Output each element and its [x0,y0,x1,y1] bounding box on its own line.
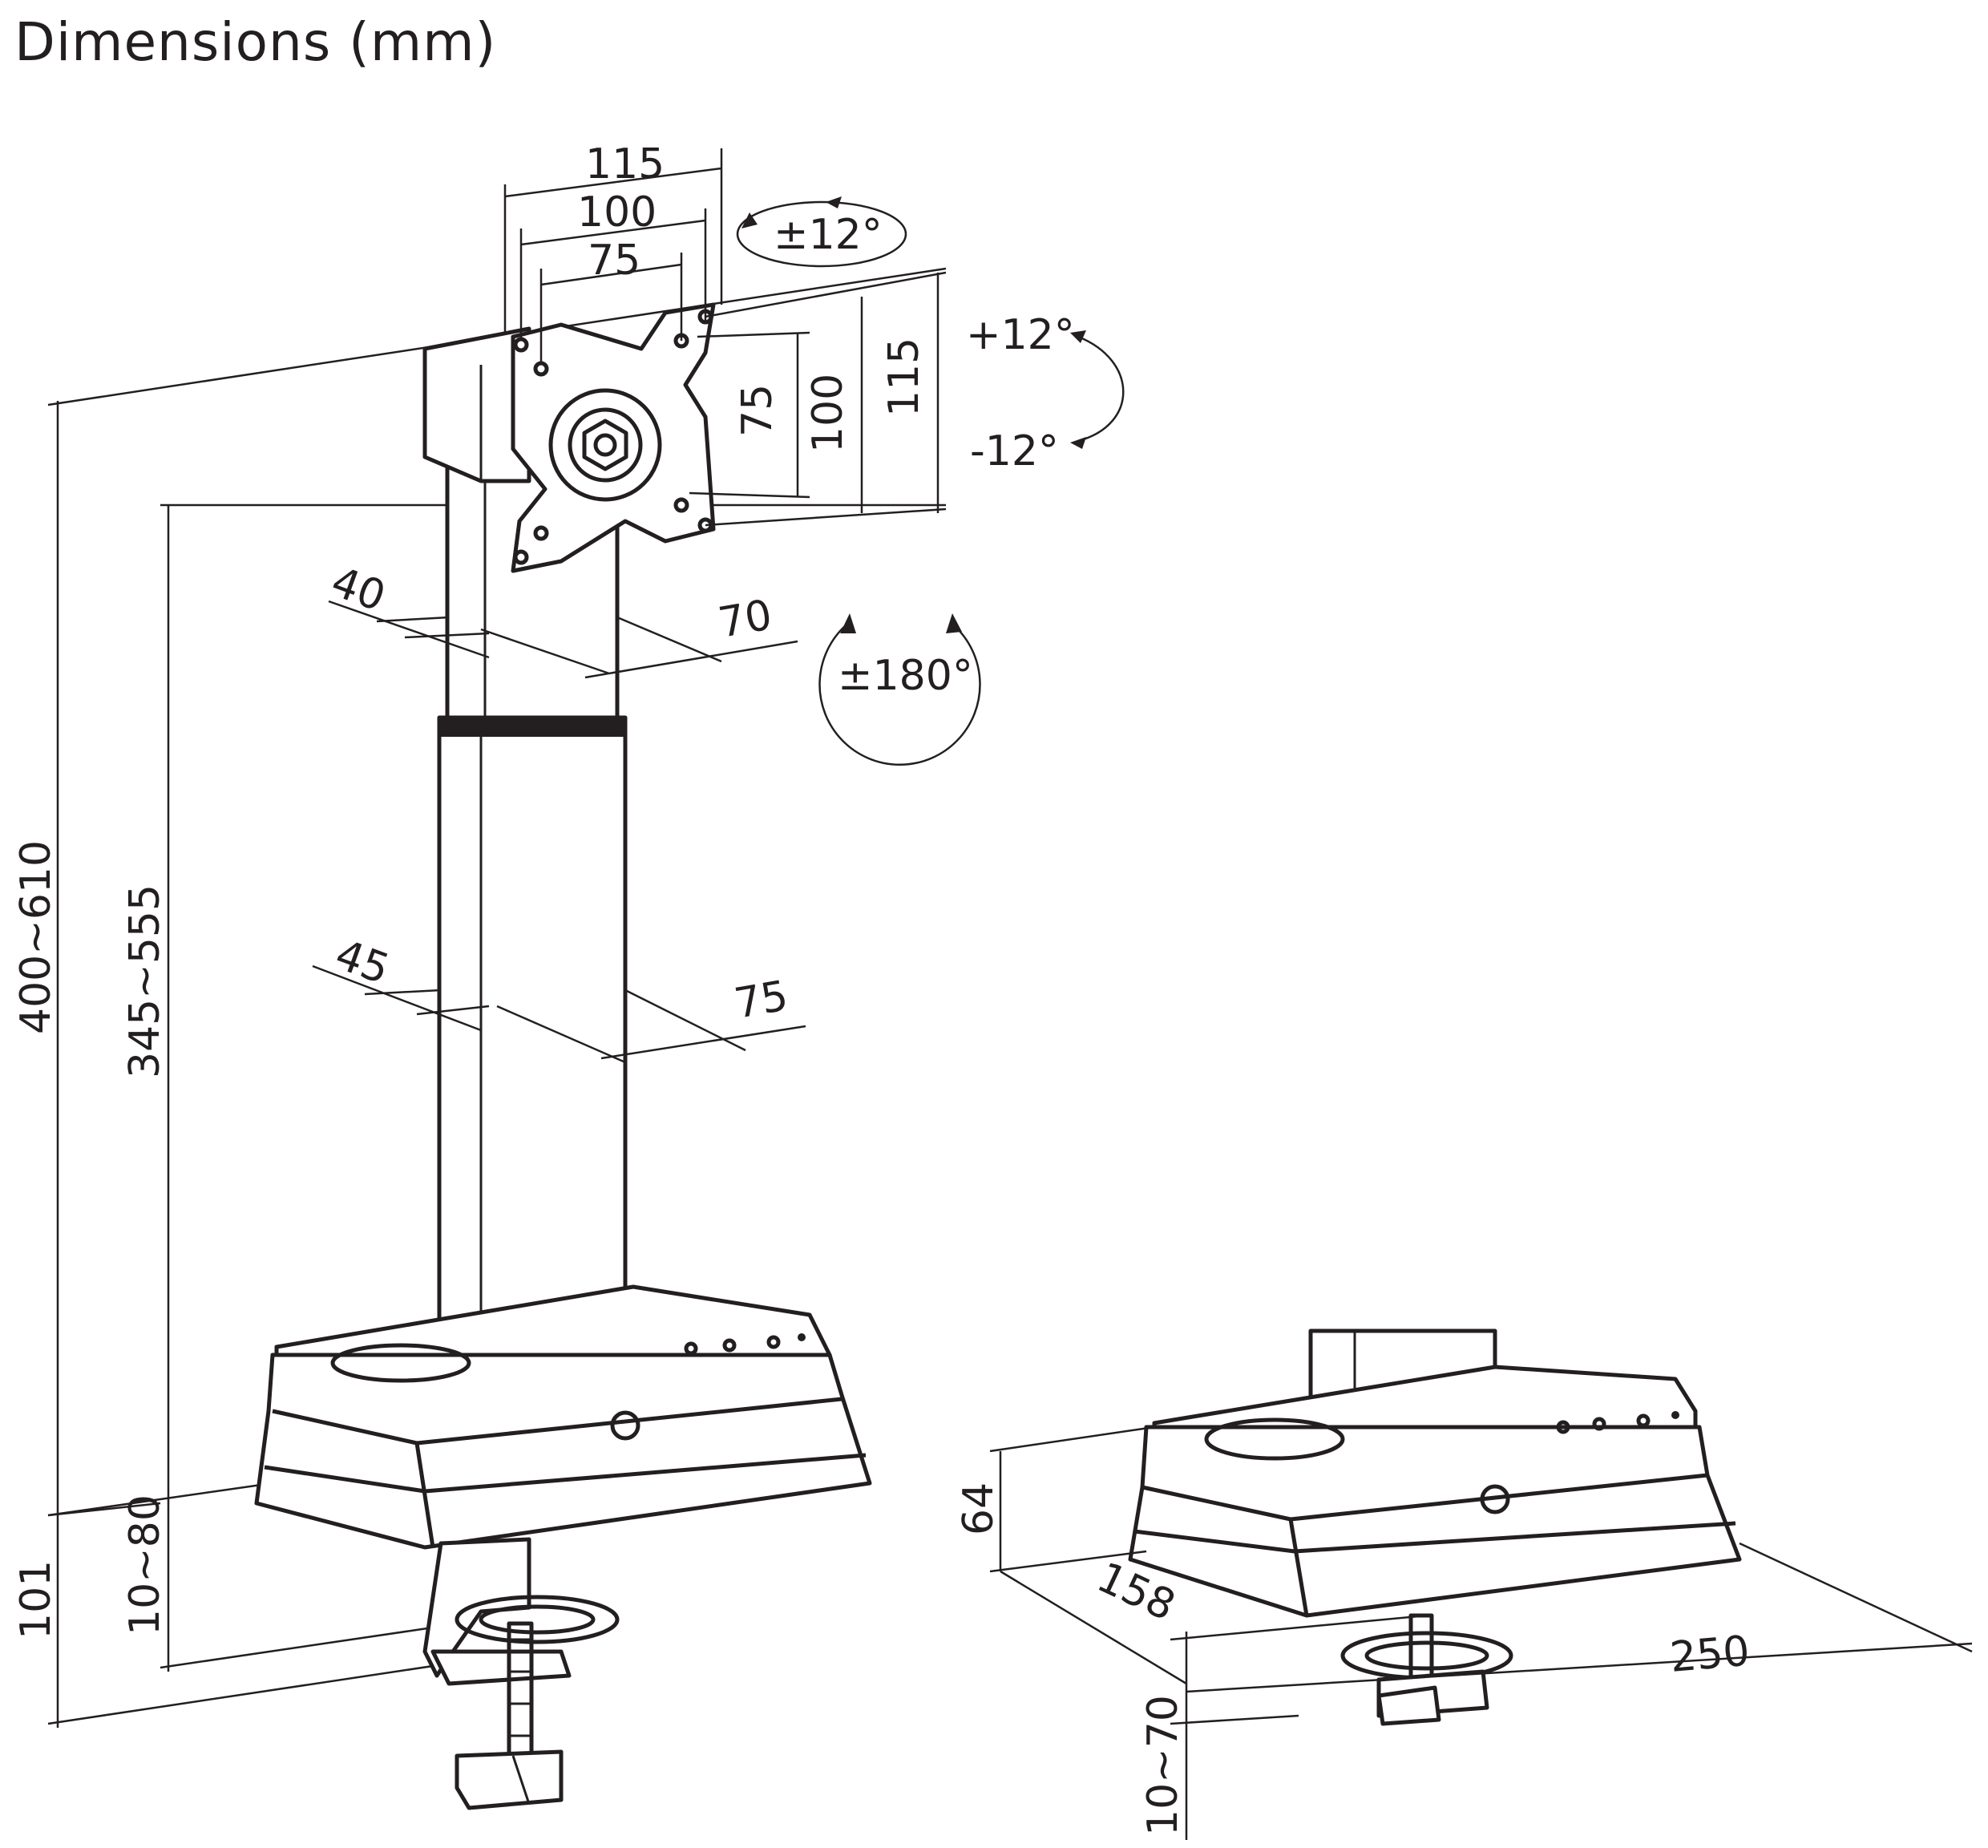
vesa-v-75: 75 [733,384,782,437]
clamp-range-right-label: 10~70 [1139,1695,1187,1836]
stand-drawing [47,267,947,1810]
clamp-range-left-label: 10~80 [121,1494,169,1636]
tilt-up-label: +12° [966,311,1075,359]
base-detail-drawing [1128,1328,1742,1726]
height-dimensions [47,401,170,1728]
vesa-h-75: 75 [588,237,640,285]
vesa-dimensions [503,148,947,527]
pole-section-dimensions [312,600,806,1064]
tilt-icon [1070,330,1125,449]
base-width-label: 250 [1668,1628,1752,1682]
rotate-icon [818,613,981,766]
rotate-label: ±180° [838,652,973,700]
base-dimension-lines [989,1425,1973,1840]
vesa-h-100: 100 [577,188,657,237]
vesa-v-100: 100 [804,374,852,453]
lower-width-label: 75 [731,972,792,1029]
vesa-h-115: 115 [585,140,665,188]
lower-depth-label: 45 [329,931,396,994]
tilt-down-label: -12° [970,427,1059,475]
upper-width-label: 70 [715,591,776,648]
vesa-v-115: 115 [880,338,928,417]
base-height-label: 101 [12,1560,60,1640]
swivel-label: ±12° [774,211,883,259]
base-height-64-label: 64 [955,1482,1003,1535]
page-title: Dimensions (mm) [14,11,497,73]
swivel-icon [736,196,907,268]
vesa-height-label: 345~555 [121,884,169,1078]
total-height-label: 400~610 [12,840,60,1034]
upper-depth-label: 40 [325,558,392,621]
